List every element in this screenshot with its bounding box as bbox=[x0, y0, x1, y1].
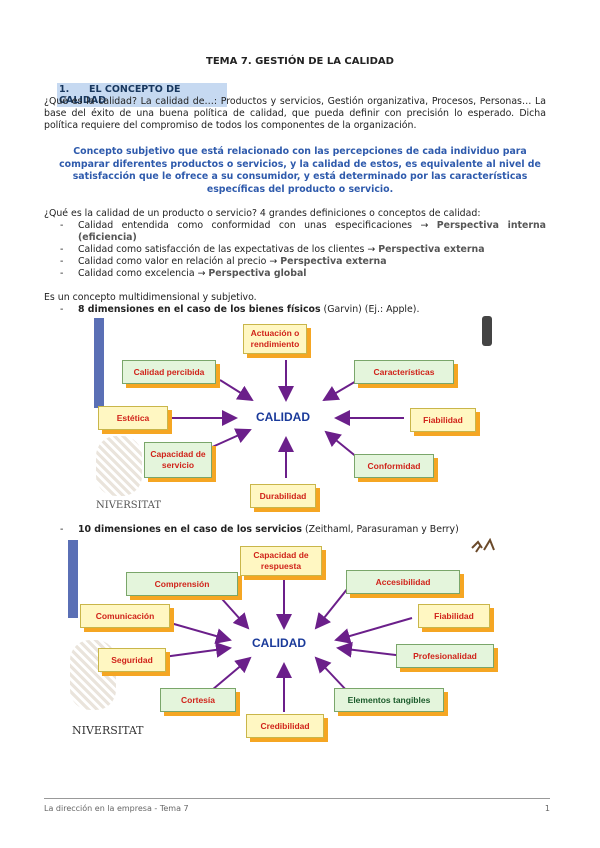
box-calidad-percibida: Calidad percibida bbox=[122, 360, 216, 384]
section-heading: 1.EL CONCEPTO DE CALIDAD bbox=[57, 83, 227, 107]
list-item: Calidad como satisfacción de las expecta… bbox=[44, 244, 546, 256]
multidimensional-paragraph: Es un concepto multidimensional y subjet… bbox=[44, 292, 257, 303]
decorative-birds bbox=[470, 537, 500, 556]
watermark-seal bbox=[96, 436, 142, 496]
definitions-list: Calidad entendida como conformidad con u… bbox=[44, 220, 546, 280]
box-actuacion: Actuación o rendimiento bbox=[243, 324, 307, 354]
list-item: 8 dimensiones en el caso de los bienes f… bbox=[44, 304, 546, 316]
diagram1-arrows bbox=[168, 360, 404, 478]
definition-quote: Concepto subjetivo que está relacionado … bbox=[59, 146, 541, 195]
box-caracteristicas: Características bbox=[354, 360, 454, 384]
box-fiabilidad: Fiabilidad bbox=[410, 408, 476, 432]
decorative-device bbox=[482, 316, 492, 346]
list-item: Calidad entendida como conformidad con u… bbox=[44, 220, 546, 244]
watermark-text: NIVERSITAT bbox=[96, 500, 162, 511]
diagram2-arrows bbox=[155, 578, 413, 712]
box-credibilidad: Credibilidad bbox=[246, 714, 324, 738]
box-cortesia: Cortesía bbox=[160, 688, 236, 712]
goods-list: 8 dimensiones en el caso de los bienes f… bbox=[44, 304, 546, 316]
box-comunicacion: Comunicación bbox=[80, 604, 170, 628]
box-elementos-tangibles: Elementos tangibles bbox=[334, 688, 444, 712]
list-item: 10 dimensiones en el caso de los servici… bbox=[44, 524, 546, 536]
footer-text: La dirección en la empresa - Tema 7 bbox=[44, 804, 189, 813]
box-durabilidad: Durabilidad bbox=[250, 484, 316, 508]
list-item: Calidad como excelencia → Perspectiva gl… bbox=[44, 268, 546, 280]
question-paragraph: ¿Qué es la calidad de un producto o serv… bbox=[44, 208, 481, 219]
section-label: EL CONCEPTO DE CALIDAD bbox=[59, 84, 181, 106]
section-number: 1. bbox=[59, 84, 70, 95]
box-capacidad-servicio: Capacidad de servicio bbox=[144, 442, 212, 478]
box-capacidad-respuesta: Capacidad de respuesta bbox=[240, 546, 322, 576]
box-estetica: Estética bbox=[98, 406, 168, 430]
box-conformidad: Conformidad bbox=[354, 454, 434, 478]
watermark-text: NIVERSITAT bbox=[72, 724, 144, 737]
box-comprension: Comprensión bbox=[126, 572, 238, 596]
list-item: Calidad como valor en relación al precio… bbox=[44, 256, 546, 268]
box-fiabilidad-servicios: Fiabilidad bbox=[418, 604, 490, 628]
diagram2-center: CALIDAD bbox=[252, 636, 306, 650]
page-title: TEMA 7. GESTIÓN DE LA CALIDAD bbox=[206, 56, 394, 67]
diagram1-center: CALIDAD bbox=[256, 410, 310, 424]
intro-paragraph: ¿Qué es la calidad? La calidad de…: Prod… bbox=[44, 96, 546, 131]
box-accesibilidad: Accesibilidad bbox=[346, 570, 460, 594]
footer: La dirección en la empresa - Tema 7 1 bbox=[44, 798, 550, 813]
decorative-bar bbox=[94, 318, 104, 408]
box-profesionalidad: Profesionalidad bbox=[396, 644, 494, 668]
decorative-bar bbox=[68, 540, 78, 618]
page-number: 1 bbox=[544, 804, 550, 813]
box-seguridad: Seguridad bbox=[98, 648, 166, 672]
services-list: 10 dimensiones en el caso de los servici… bbox=[44, 524, 546, 536]
